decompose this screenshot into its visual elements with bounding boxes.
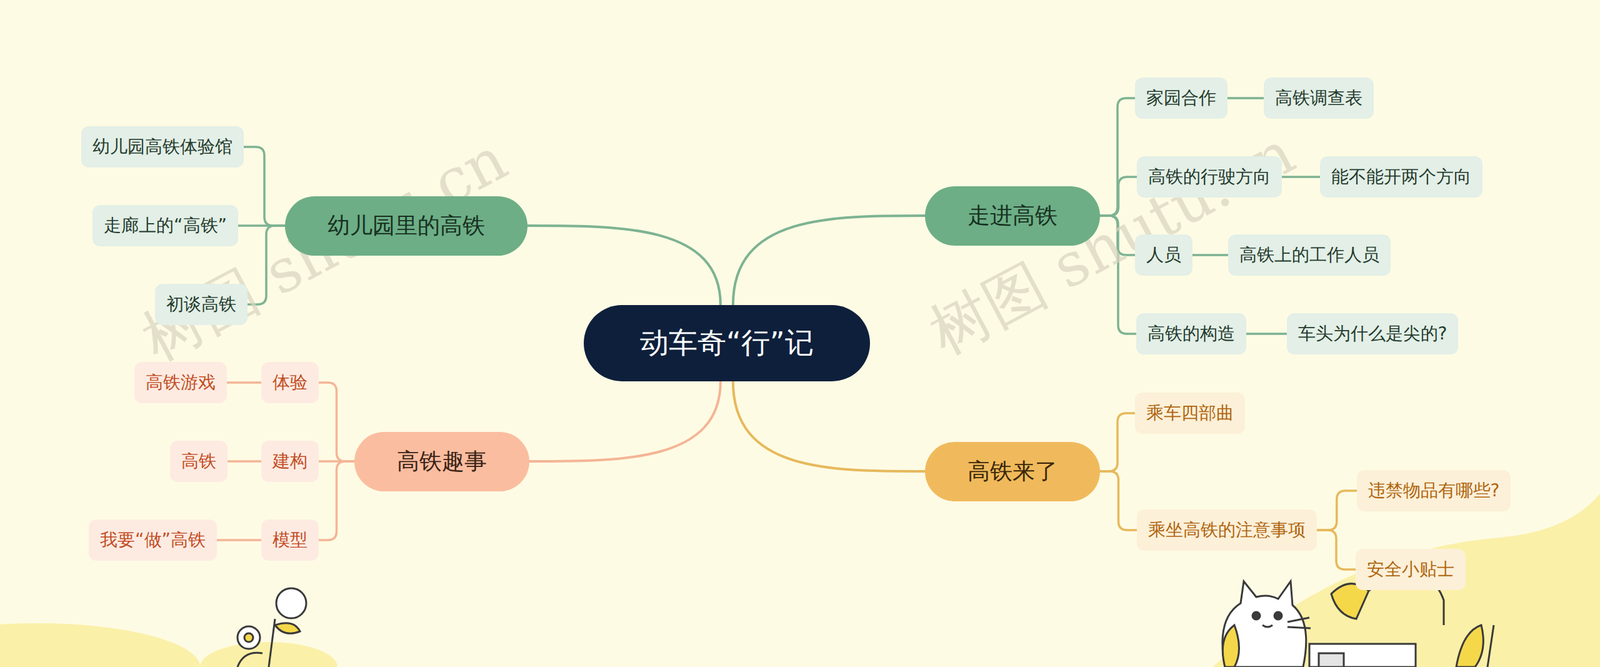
node-label: 车头为什么是尖的? [1298,321,1448,346]
branch-connector [1100,471,1137,530]
branch-connector [1246,332,1287,335]
subtopic: 建构 [261,440,319,482]
subtopic: 高铁游戏 [134,361,227,404]
main-topic: 高铁来了 [925,441,1100,502]
subtopic: 违禁物品有哪些? [1356,470,1512,512]
subtopic: 人员 [1135,234,1193,276]
branch-connector [527,225,721,305]
branch-connector [227,460,262,463]
subtopic: 幼儿园高铁体验馆 [81,126,244,168]
blob [0,623,200,667]
node-label: 幼儿园高铁体验馆 [92,135,233,159]
subtopic: 高铁的行驶方向 [1136,156,1282,198]
node-label: 我要“做”高铁 [100,528,206,552]
branch-connector [1316,530,1356,570]
branch-connector [733,215,925,305]
subtopic: 模型 [261,519,319,561]
subtopic: 乘车四部曲 [1135,392,1245,434]
subtopic: 车头为什么是尖的? [1286,313,1459,355]
node-label: 高铁的构造 [1147,321,1235,346]
node-label: 乘坐高铁的注意事项 [1148,518,1306,542]
node-label: 体验 [272,370,308,395]
node-label: 模型 [272,528,308,552]
root-topic: 动车奇“行”记 [583,305,870,382]
branch-connector [226,381,262,384]
branch-connector [529,381,721,462]
branch-connector [733,381,925,472]
branch-connector [318,461,355,540]
node-label: 走进高铁 [967,200,1058,232]
branch-connector [1227,96,1264,100]
subtopic: 高铁调查表 [1263,77,1374,119]
node-label: 高铁调查表 [1275,86,1363,110]
node-label: 高铁上的工作人员 [1239,243,1380,267]
branch-connector [1100,413,1135,472]
node-label: 人员 [1146,243,1182,267]
node-label: 高铁趣事 [396,446,487,477]
branch-connector [216,538,262,542]
branch-connector [1192,253,1229,257]
flower-illustration [237,588,307,667]
subtopic: 高铁 [170,440,228,482]
node-label: 初谈高铁 [166,292,237,317]
subtopic: 走廊上的“高铁” [92,205,239,247]
node-label: 幼儿园里的高铁 [327,210,485,242]
node-label: 高铁来了 [967,456,1058,487]
subtopic: 能不能开两个方向 [1320,156,1483,198]
node-label: 建构 [272,449,308,474]
main-topic: 高铁趣事 [354,431,530,492]
subtopic: 高铁的构造 [1136,313,1247,355]
subtopic: 体验 [261,361,319,404]
node-label: 乘车四部曲 [1146,401,1234,425]
branch-connector [1316,490,1357,530]
node-label: 高铁的行驶方向 [1148,165,1271,189]
main-topic: 走进高铁 [925,186,1100,246]
node-label: 高铁游戏 [145,370,216,395]
subtopic: 高铁上的工作人员 [1228,234,1391,276]
node-label: 违禁物品有哪些? [1368,478,1500,503]
main-topic: 幼儿园里的高铁 [285,196,528,256]
subtopic: 安全小贴士 [1355,548,1466,590]
node-label: 家园合作 [1146,86,1217,110]
branch-connector [243,146,285,226]
subtopic: 家园合作 [1135,77,1228,119]
node-label: 走廊上的“高铁” [103,213,227,238]
subtopic: 我要“做”高铁 [88,519,217,561]
node-label: 安全小贴士 [1366,557,1455,582]
node-label: 高铁 [181,449,217,474]
subtopic: 初谈高铁 [155,283,248,325]
branch-connector [318,382,355,462]
node-label: 能不能开两个方向 [1331,165,1472,189]
subtopic: 乘坐高铁的注意事项 [1136,509,1317,551]
node-label: 动车奇“行”记 [640,323,814,363]
